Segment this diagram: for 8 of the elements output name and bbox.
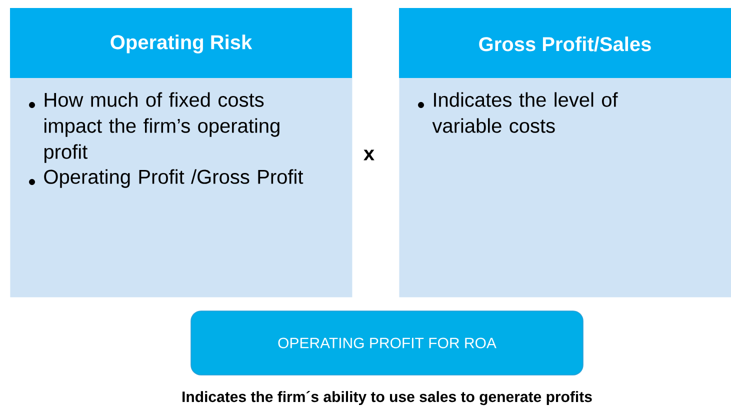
bullet-item: Indicates the level of variable costs [418, 92, 618, 133]
bullet-item: How much of fixed costs impact the firm’s operating profit [29, 92, 280, 163]
panel-header: Operating Risk [10, 8, 352, 78]
button-box: OPERATING PROFIT FOR ROA [190, 310, 584, 376]
node-label: Indicates the firm´s ability to use sales to generate profits [182, 390, 592, 406]
bullet-item: Operating Profit /Gross Profit [29, 169, 304, 188]
panel-header: Gross Profit/Sales [399, 8, 731, 78]
multiply-sign: x [364, 150, 374, 160]
